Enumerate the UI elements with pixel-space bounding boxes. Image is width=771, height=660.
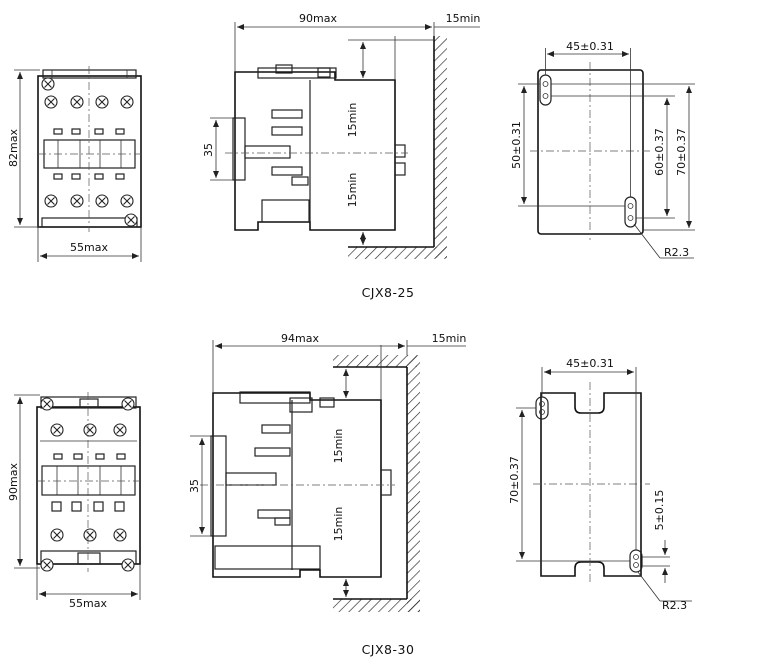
mount-radius-25: R2.3 [664,246,689,259]
front-width-30: 55max [69,597,107,610]
mount-left-25: 50±0.31 [510,121,523,169]
front-height-25: 82max [7,129,20,167]
mount-right-30: 5±0.15 [653,490,666,531]
mount-plate-30 [533,382,650,585]
front-width-25: 55max [70,241,108,254]
caption-30: CJX8-30 [362,642,415,657]
side-view-30 [200,391,395,578]
mount-right-b-25: 70±0.37 [675,128,688,176]
front-height-30: 90max [7,463,20,501]
mount-right-a-25: 60±0.37 [653,128,666,176]
mount-width-25: 45±0.31 [566,40,614,53]
side-view-25 [225,64,408,231]
side-width-30: 94max [281,332,319,345]
side-width-25: 90max [299,12,337,25]
mount-plate-25 [530,62,650,240]
mount-width-30: 45±0.31 [566,357,614,370]
side-clear-25: 15min [446,12,481,25]
caption-25: CJX8-25 [362,285,415,300]
front-view-25 [37,66,142,232]
side-gap-bottom-30: 15min [332,507,345,542]
mount-radius-30: R2.3 [662,599,687,612]
front-view-30 [36,392,141,572]
side-height-25: 35 [202,143,215,157]
side-gap-top-30: 15min [332,429,345,464]
side-clear-30: 15min [432,332,467,345]
mount-left-30: 70±0.37 [508,456,521,504]
side-height-30: 35 [188,479,201,493]
side-gap-top-25: 15min [346,103,359,138]
side-gap-bottom-25: 15min [346,173,359,208]
